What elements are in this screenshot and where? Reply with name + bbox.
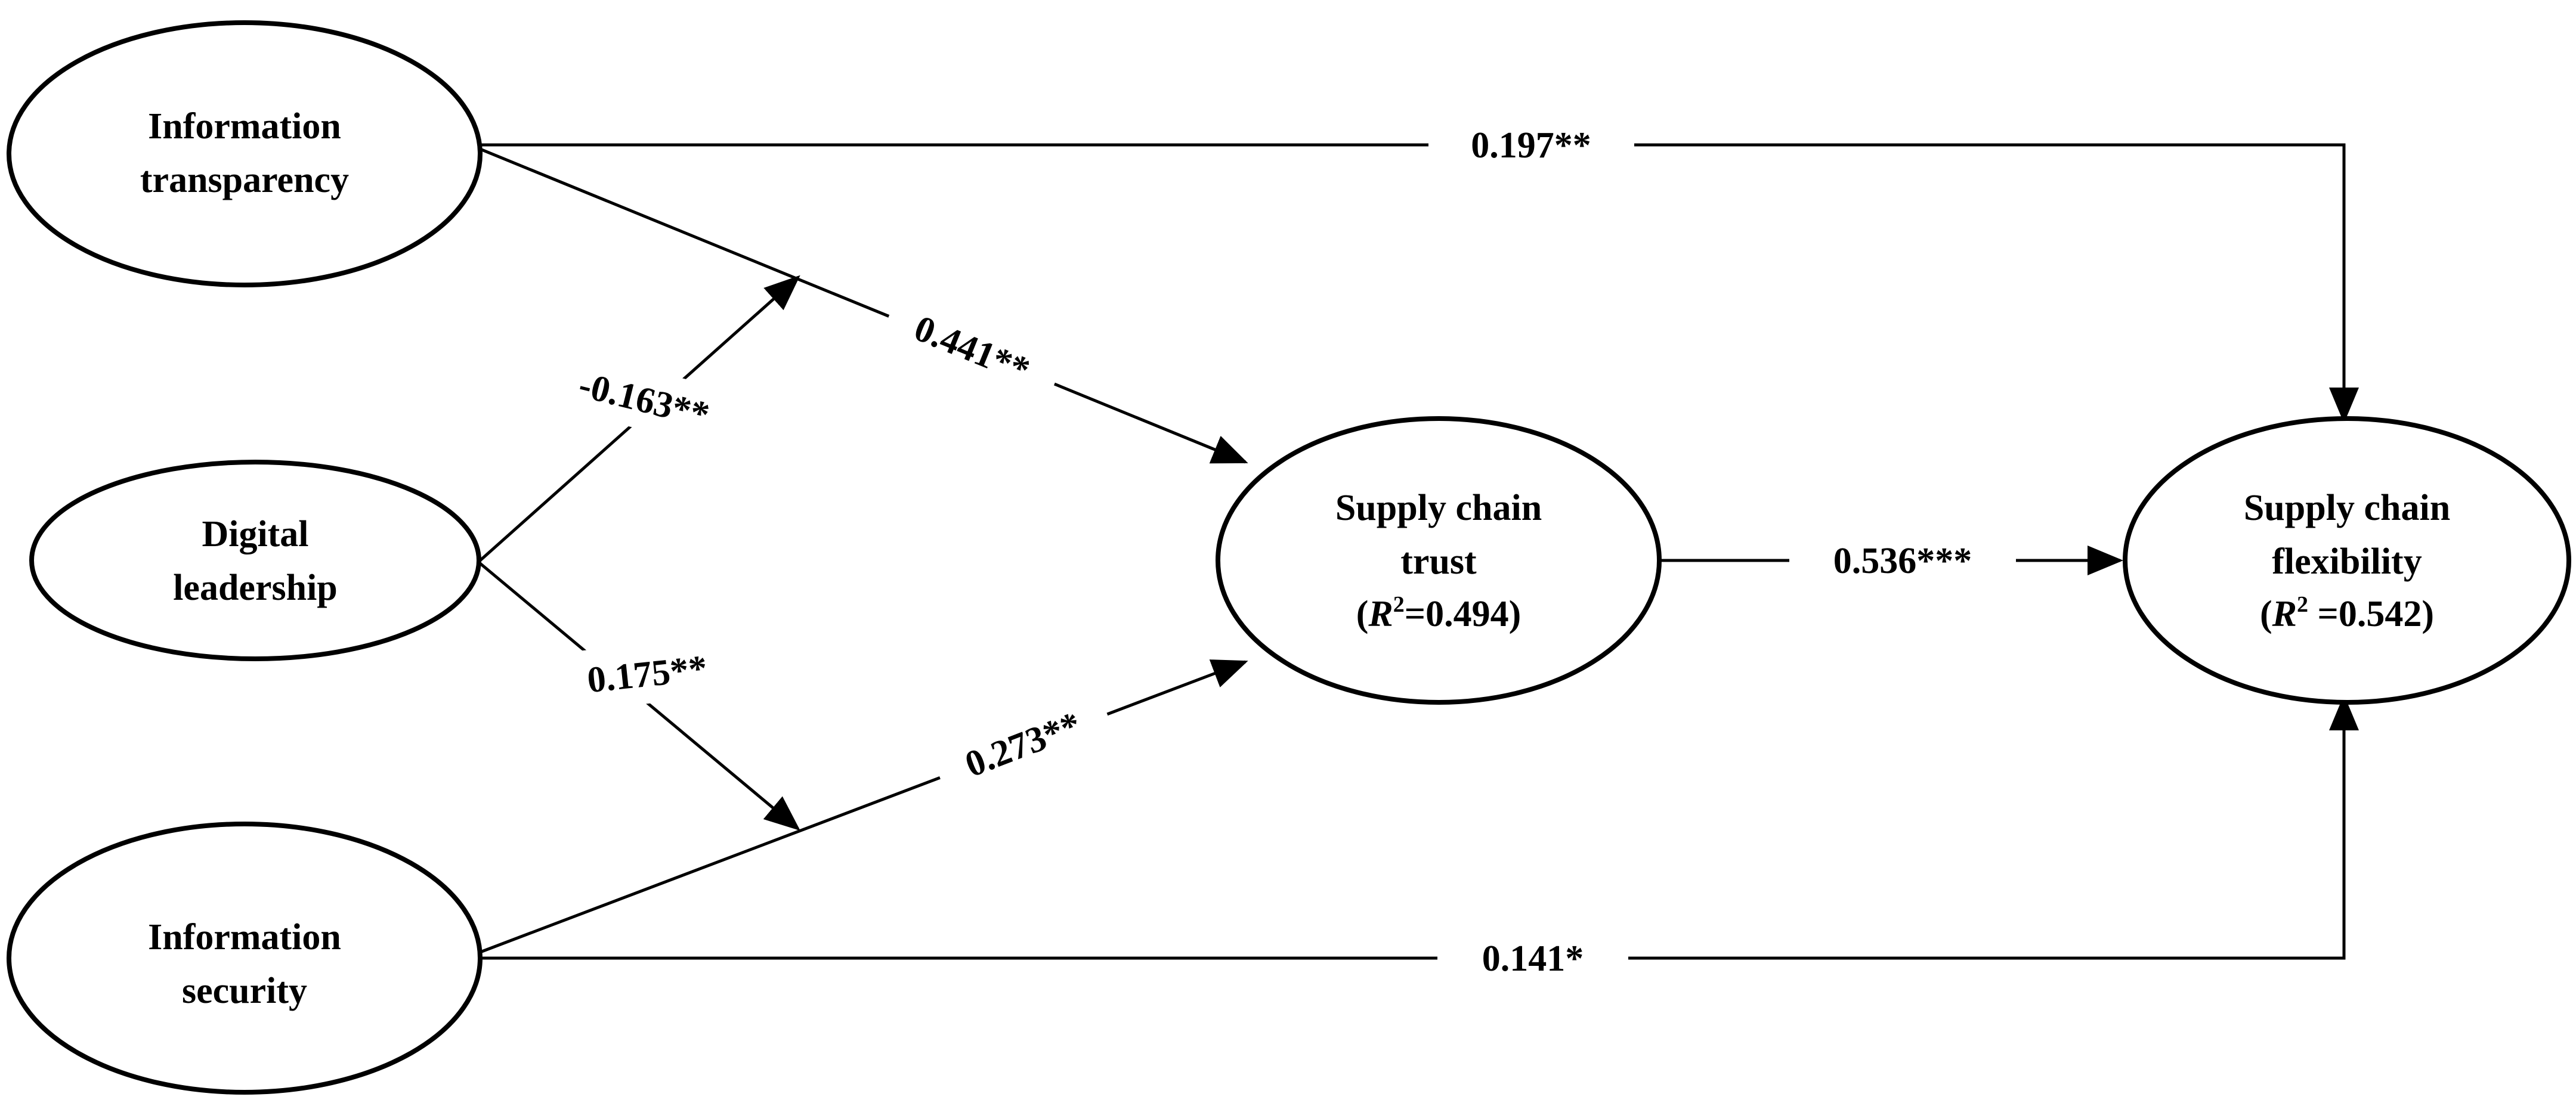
node-information-transparency-line2: transparency (140, 160, 349, 200)
node-information-transparency-line1: Information (148, 106, 341, 147)
node-digital-leadership-line2: leadership (173, 568, 338, 608)
coef-security-to-trust-group: 0.273** (929, 684, 1117, 804)
node-digital-leadership: Digital leadership (29, 460, 481, 661)
node-supply-chain-flexibility-line2: flexibility (2272, 541, 2422, 582)
node-supply-chain-flexibility: Supply chain flexibility (R2 =0.542) (2123, 416, 2571, 705)
path-security-to-trust (480, 659, 1248, 954)
node-information-security-line2: security (182, 971, 307, 1011)
node-supply-chain-trust-line1: Supply chain (1335, 488, 1542, 528)
node-supply-chain-trust: Supply chain trust (R2=0.494) (1216, 416, 1662, 705)
node-supply-chain-trust-line2: trust (1400, 541, 1477, 582)
path-transparency-to-trust (480, 147, 1248, 464)
node-supply-chain-trust-r2: (R2=0.494) (1356, 592, 1522, 634)
coef-transparency-to-flexibility: 0.197** (1471, 125, 1591, 166)
node-supply-chain-flexibility-r2: (R2 =0.542) (2260, 592, 2434, 634)
coef-trust-to-flexibility-group: 0.536*** (1789, 535, 2016, 586)
coef-leadership-moderates-security-group: 0.175** (564, 636, 731, 712)
node-supply-chain-flexibility-line1: Supply chain (2244, 488, 2450, 528)
node-information-security-line1: Information (148, 917, 341, 958)
coef-transparency-to-flexibility-group: 0.197** (1428, 119, 1634, 171)
node-digital-leadership-line1: Digital (202, 514, 308, 554)
coef-leadership-moderates-transparency-group: -0.163** (543, 347, 743, 451)
path-security-to-flexibility (480, 695, 2359, 960)
path-transparency-to-flexibility (474, 143, 2359, 423)
coef-transparency-to-trust-group: 0.441** (878, 287, 1066, 410)
coef-trust-to-flexibility: 0.536*** (1833, 541, 1972, 581)
node-information-security: Information security (7, 822, 483, 1095)
coef-security-to-flexibility-group: 0.141* (1437, 932, 1628, 984)
coef-security-to-flexibility: 0.141* (1482, 938, 1584, 979)
node-information-transparency: Information transparency (7, 20, 483, 287)
